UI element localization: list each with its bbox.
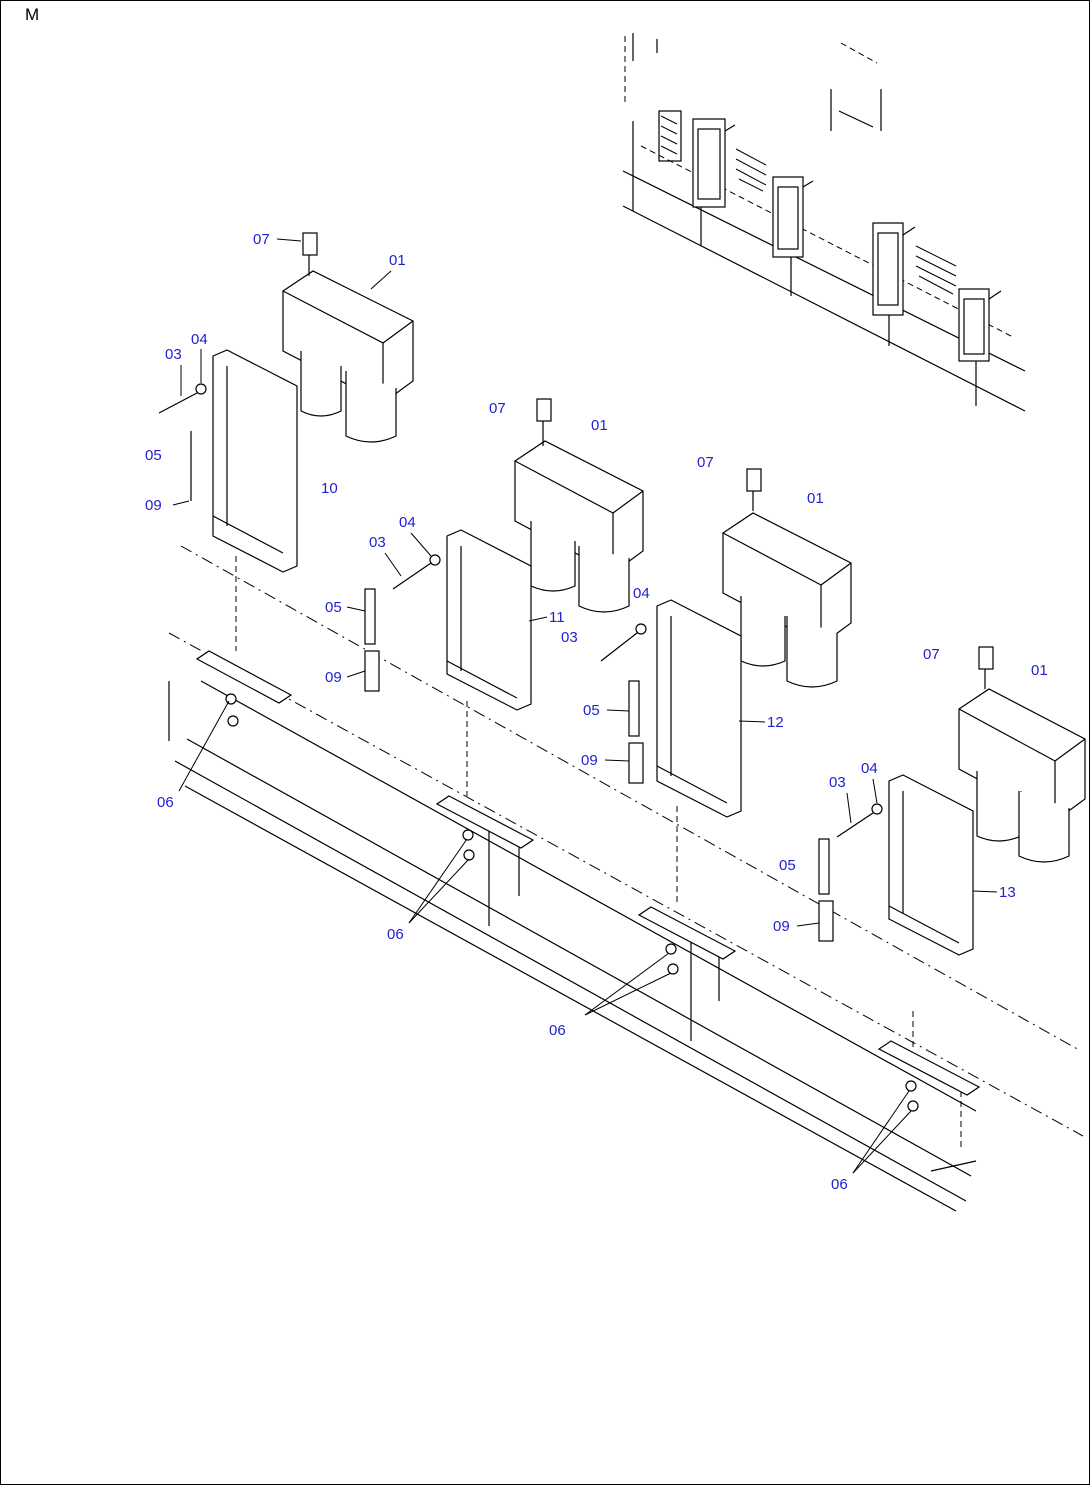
filter-element bbox=[300, 351, 342, 417]
filter-element bbox=[786, 616, 838, 688]
valve-group-4: 07 01 03 04 05 09 13 06 bbox=[773, 646, 1086, 1193]
valve-group-1: 07 01 03 04 05 09 10 06 bbox=[145, 231, 414, 811]
callout-09: 09 bbox=[145, 497, 162, 514]
valve-block bbox=[514, 440, 644, 574]
callout-01: 01 bbox=[591, 417, 608, 434]
pressure-sensor bbox=[978, 646, 994, 670]
mounting-bracket bbox=[446, 529, 532, 711]
callout-12: 12 bbox=[767, 714, 784, 731]
valve-group-2: 07 01 03 04 05 09 11 06 bbox=[325, 398, 644, 943]
pressure-sensor bbox=[302, 232, 318, 256]
callout-06: 06 bbox=[549, 1022, 566, 1039]
callout-10: 10 bbox=[321, 480, 338, 497]
callout-09: 09 bbox=[581, 752, 598, 769]
callout-07: 07 bbox=[489, 400, 506, 417]
cabinet-overview bbox=[622, 33, 1026, 412]
callout-09: 09 bbox=[773, 918, 790, 935]
callout-03: 03 bbox=[369, 534, 386, 551]
callout-06: 06 bbox=[831, 1176, 848, 1193]
callout-01: 01 bbox=[389, 252, 406, 269]
callout-13: 13 bbox=[999, 884, 1016, 901]
callout-06: 06 bbox=[157, 794, 174, 811]
callout-11: 11 bbox=[549, 609, 565, 626]
callout-04: 04 bbox=[861, 760, 878, 777]
callout-05: 05 bbox=[145, 447, 162, 464]
callout-09: 09 bbox=[325, 669, 342, 686]
mounting-bracket bbox=[212, 349, 298, 573]
callout-04: 04 bbox=[633, 585, 650, 602]
callout-07: 07 bbox=[923, 646, 940, 663]
pressure-sensor bbox=[536, 398, 552, 422]
filter-element bbox=[1018, 791, 1070, 863]
mounting-bracket bbox=[656, 599, 742, 818]
callout-05: 05 bbox=[325, 599, 342, 616]
callout-03: 03 bbox=[829, 774, 846, 791]
mounting-frame bbox=[168, 545, 1084, 1212]
callout-03: 03 bbox=[561, 629, 578, 646]
valve-block bbox=[282, 270, 414, 404]
callout-01: 01 bbox=[1031, 662, 1048, 679]
callout-01: 01 bbox=[807, 490, 824, 507]
sheet-letter: M bbox=[25, 5, 39, 24]
callout-05: 05 bbox=[583, 702, 600, 719]
valve-group-3: 07 01 03 04 05 09 12 06 bbox=[549, 454, 852, 1039]
callout-05: 05 bbox=[779, 857, 796, 874]
callout-07: 07 bbox=[253, 231, 270, 248]
mounting-bracket bbox=[888, 774, 974, 956]
valve-block bbox=[722, 512, 852, 646]
callout-04: 04 bbox=[191, 331, 208, 348]
callout-04: 04 bbox=[399, 514, 416, 531]
callout-07: 07 bbox=[697, 454, 714, 471]
valve-block bbox=[958, 688, 1086, 822]
filter-element bbox=[578, 546, 630, 613]
callout-03: 03 bbox=[165, 346, 182, 363]
callout-06: 06 bbox=[387, 926, 404, 943]
pressure-sensor bbox=[746, 468, 762, 492]
filter-element bbox=[345, 371, 397, 443]
